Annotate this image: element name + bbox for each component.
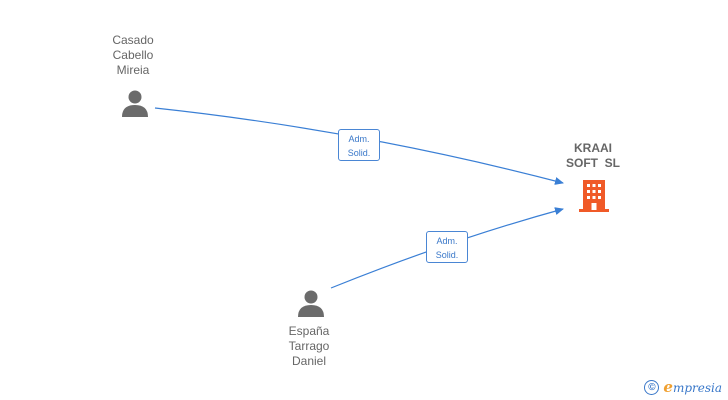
person-name-line: Cabello — [112, 48, 154, 62]
person-icon[interactable] — [120, 88, 150, 118]
role-label[interactable]: Adm. Solid. — [338, 129, 380, 161]
person-icon[interactable] — [296, 288, 326, 318]
brand-rest: mpresia — [672, 381, 722, 395]
role-label[interactable]: Adm. Solid. — [426, 231, 468, 263]
person-name-line: Tarrago — [288, 339, 330, 353]
building-icon[interactable] — [578, 178, 610, 214]
person-name-casado[interactable]: Casado Cabello Mireia — [88, 33, 178, 78]
person-name-line: Mireia — [116, 63, 150, 77]
person-name-line: Casado — [112, 33, 154, 47]
person-name-line: Daniel — [291, 354, 327, 368]
company-name-line: KRAAI — [574, 141, 612, 155]
footer-brand: © empresia — [644, 378, 722, 396]
role-label-line: Adm. — [348, 134, 370, 144]
person-name-espana[interactable]: España Tarrago Daniel — [264, 324, 354, 369]
brand-initial: e — [663, 378, 673, 396]
company-name[interactable]: KRAAI SOFT SL — [543, 141, 643, 171]
empresia-logo[interactable]: empresia — [663, 378, 722, 396]
company-name-line: SOFT SL — [566, 156, 620, 170]
role-label-line: Solid. — [435, 250, 459, 260]
role-label-line: Solid. — [347, 148, 371, 158]
copyright-icon: © — [644, 379, 660, 395]
role-label-line: Adm. — [436, 236, 458, 246]
person-name-line: España — [288, 324, 330, 338]
